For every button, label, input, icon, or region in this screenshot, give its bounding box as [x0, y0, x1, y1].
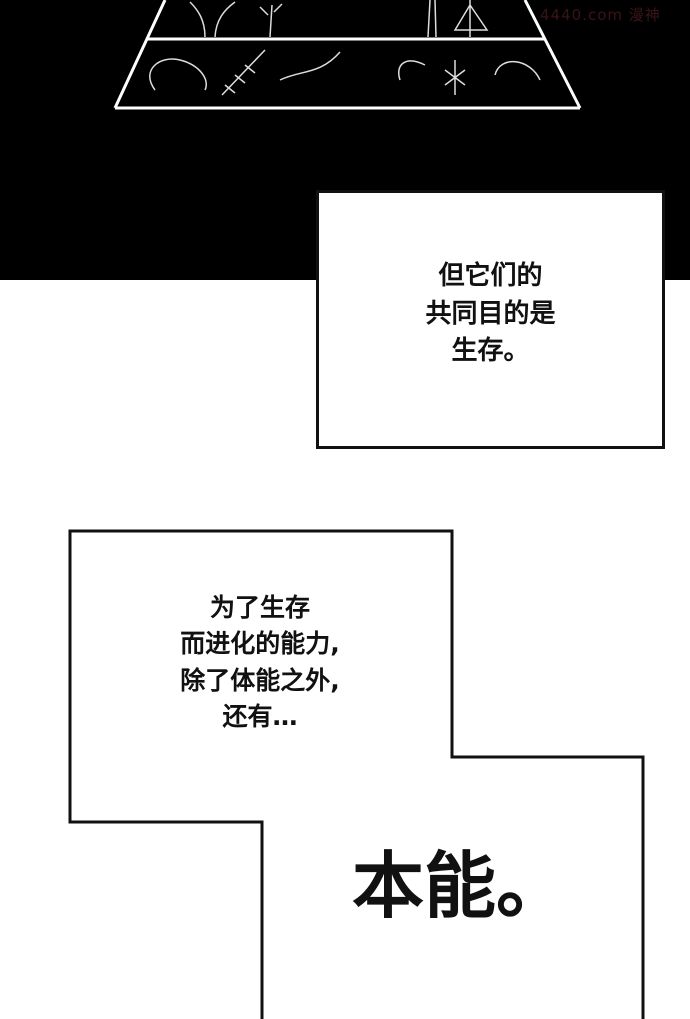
instinct-caption: 本能。 — [351, 844, 568, 928]
caption-line: 但它们的 — [438, 261, 543, 291]
organism-drawings — [149, 0, 541, 96]
caption-line: 共同目的是 — [425, 298, 556, 329]
caption-line: 除了体能之外, — [180, 665, 340, 695]
caption-line: 而进化的能力, — [180, 629, 340, 659]
caption-box-1 — [316, 190, 665, 449]
caption-2-text: 为了生存 而进化的能力, 除了体能之外, 还有… — [120, 590, 400, 735]
caption-line: 还有… — [222, 701, 298, 731]
watermark: 4440.com 漫神 — [540, 6, 661, 24]
caption-1-text: 但它们的 共同目的是 生存。 — [316, 258, 665, 371]
food-pyramid-illustration — [113, 0, 582, 110]
caption-line: 为了生存 — [209, 593, 310, 622]
caption-line: 生存。 — [451, 336, 530, 367]
